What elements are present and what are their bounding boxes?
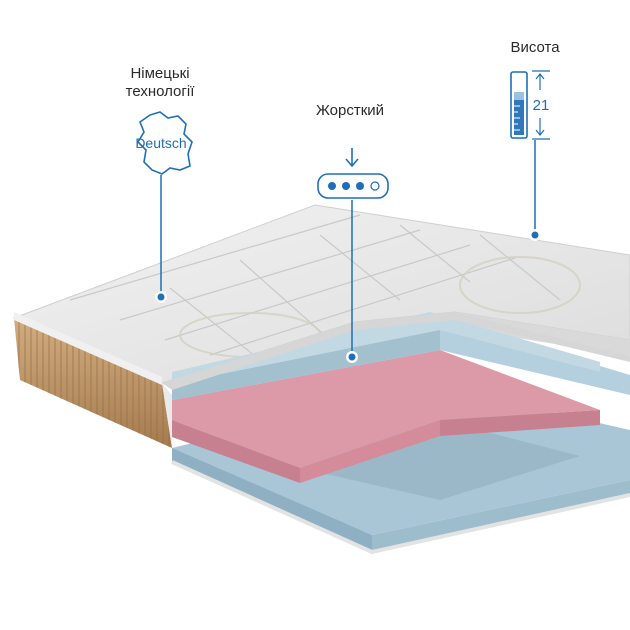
german-label-line2: технології bbox=[125, 83, 195, 100]
germany-badge-text: Deutsch bbox=[135, 135, 186, 151]
firmness-dots-icon bbox=[317, 148, 389, 199]
germany-map-icon bbox=[136, 111, 193, 175]
front-cover-strip bbox=[162, 383, 172, 448]
marker-dots bbox=[155, 229, 541, 363]
foam-layer-pink bbox=[172, 350, 600, 468]
foam-floor bbox=[300, 420, 580, 500]
height-label: Висота bbox=[510, 39, 560, 56]
height-ruler-icon bbox=[510, 70, 550, 140]
quilting-pattern bbox=[69, 214, 561, 361]
german-technology-label: Німецькі технології bbox=[100, 65, 220, 101]
firmness-label: Жорсткий bbox=[315, 102, 385, 119]
cover-cross-section bbox=[162, 312, 630, 390]
leader-lines bbox=[160, 140, 536, 357]
german-label-line1: Німецькі bbox=[130, 65, 190, 82]
height-value: 21 bbox=[533, 97, 550, 114]
